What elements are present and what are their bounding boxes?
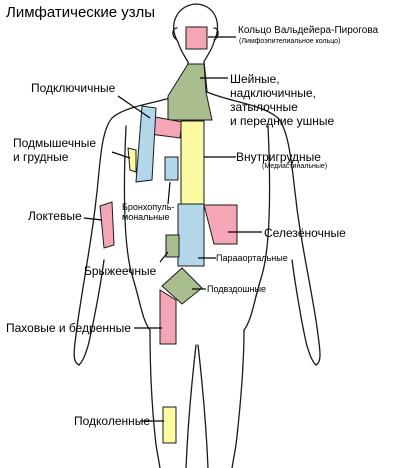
label-subclavian: Подключичные <box>31 81 116 95</box>
label-iliac: Подвздошные <box>207 284 267 294</box>
leader-subclavian <box>117 95 151 119</box>
right-leg-outline <box>231 329 245 468</box>
label-paraaortic: Парааортальные <box>216 253 288 263</box>
label-elbow: Локтевые <box>28 209 82 223</box>
iliac-node <box>161 267 203 305</box>
label-bronchopulmonary: Бронхопуль- мональные <box>122 202 175 222</box>
label-waldeyer: Кольцо Вальдейера-Пирогова <box>238 25 379 36</box>
diagram-title: Лимфатические узлы <box>6 4 155 21</box>
paraaortic-node <box>177 203 205 267</box>
axillary-node <box>135 105 157 183</box>
right-hand-outline <box>291 259 317 366</box>
leader-mesenteric <box>159 251 169 263</box>
bronchopulmonary-node <box>164 156 179 181</box>
neck-outline <box>73 61 189 366</box>
axillary-small-node <box>127 147 137 173</box>
intrathoracic-node <box>180 120 205 206</box>
leader-elbow <box>83 217 103 221</box>
label-waldeyer-note: (Лимфоэпителиальное кольцо) <box>239 38 341 45</box>
label-mesenteric: Брыжеечные <box>84 264 157 278</box>
neck-outline-right <box>203 61 321 366</box>
leader-bronchopulmonary <box>167 181 171 205</box>
mesenteric-node <box>165 234 180 258</box>
leader-axillary <box>111 151 131 159</box>
head-outline <box>173 3 219 63</box>
label-cervical: Шейные, надключичные, затылочные и перед… <box>230 72 335 128</box>
inner-leg-left <box>185 344 197 468</box>
left-hand-outline <box>78 259 105 366</box>
torso-left <box>123 125 151 331</box>
label-splenic: Селезёночные <box>264 226 346 240</box>
label-inguinal: Паховые и бедренные <box>6 321 131 335</box>
ear-right <box>213 27 219 41</box>
popliteal-node <box>162 406 177 444</box>
label-popliteal: Подколенные <box>74 414 151 428</box>
label-intrathoracic: Внутригрудные <box>236 150 321 164</box>
elbow-node <box>99 201 115 249</box>
left-leg-outline <box>149 329 161 468</box>
torso-right <box>243 125 271 331</box>
label-axillary: Подмышечные и грудные <box>13 136 96 164</box>
splenic-node <box>203 204 238 245</box>
waldeyer-node <box>185 26 208 50</box>
ear-left <box>172 27 178 41</box>
label-intrathoracic-note: (Медиастинальные) <box>262 163 328 170</box>
inguinal-node <box>159 289 177 345</box>
inner-leg-right <box>197 344 209 468</box>
